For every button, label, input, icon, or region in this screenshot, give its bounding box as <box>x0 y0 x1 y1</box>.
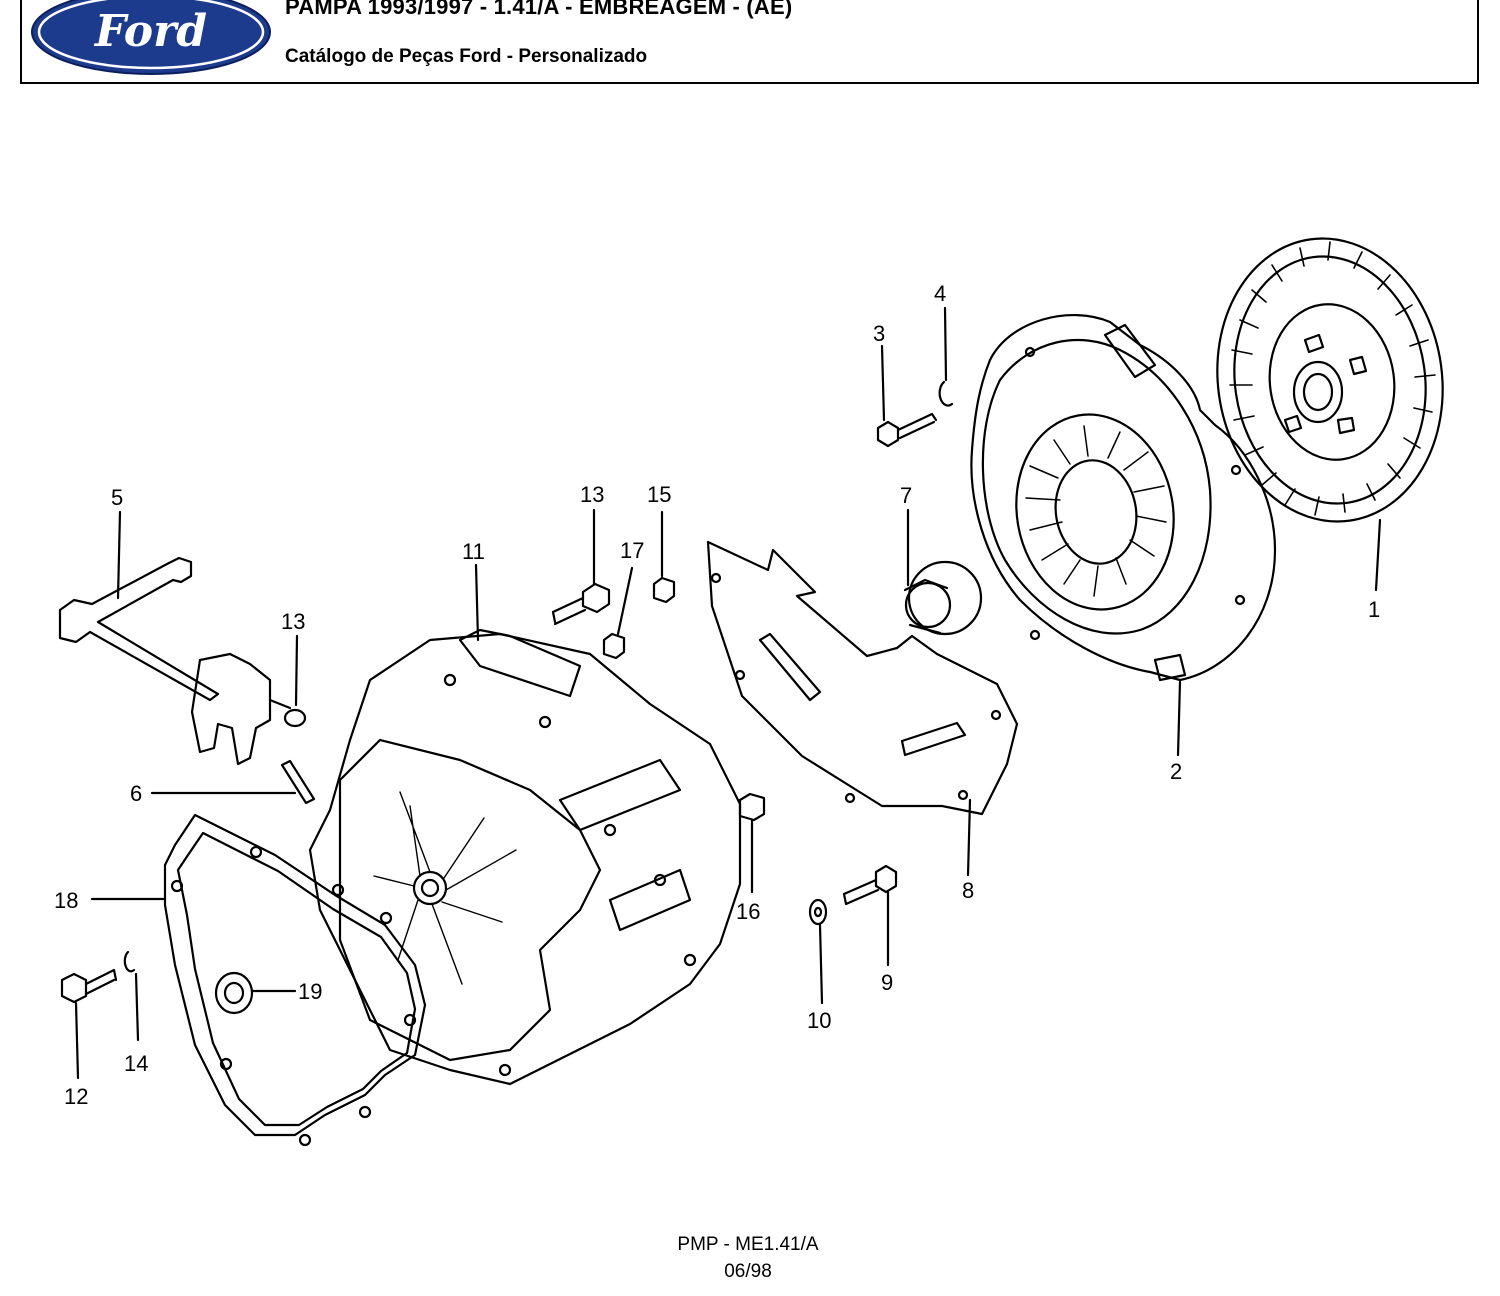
svg-text:Ford: Ford <box>93 6 207 57</box>
bolt-3 <box>876 344 938 448</box>
housing-gasket <box>90 813 427 1147</box>
ford-logo: Ford <box>31 0 271 75</box>
callout-5: 5 <box>111 485 123 510</box>
callout-10: 10 <box>807 1008 831 1033</box>
callout-11: 11 <box>462 539 485 564</box>
washer-4 <box>938 306 954 407</box>
nut-16 <box>738 792 766 894</box>
clutch-disc <box>1216 237 1444 592</box>
clutch-housing <box>308 563 742 1086</box>
washer-10 <box>808 898 828 1005</box>
callout-15: 15 <box>647 482 671 507</box>
callout-7: 7 <box>900 483 912 508</box>
diagram-date: 06/98 <box>724 1261 772 1282</box>
callout-8: 8 <box>962 878 974 903</box>
callout-13-lower: 13 <box>281 609 305 634</box>
callout-1: 1 <box>1368 597 1380 622</box>
bolt-9 <box>842 864 898 967</box>
diagram-code: PMP - ME1.41/A <box>677 1234 819 1255</box>
callout-16: 16 <box>736 899 760 924</box>
page-subtitle: Catálogo de Peças Ford - Personalizado <box>285 46 648 67</box>
callout-19: 19 <box>298 979 322 1004</box>
nut-15 <box>652 510 676 604</box>
callout-4: 4 <box>934 281 946 306</box>
header-box <box>20 0 1479 84</box>
callout-14: 14 <box>124 1051 148 1076</box>
page-title: PAMPA 1993/1997 - 1.41/A - EMBREAGEM - (… <box>285 0 793 19</box>
callout-12: 12 <box>64 1084 88 1109</box>
pressure-plate <box>970 314 1277 757</box>
callout-18: 18 <box>54 888 78 913</box>
nut-17 <box>602 566 634 660</box>
dust-shield-plate <box>706 540 1019 877</box>
callout-2: 2 <box>1170 759 1182 784</box>
pin-6 <box>150 759 316 805</box>
callout-9: 9 <box>881 970 893 995</box>
callout-17: 17 <box>620 538 644 563</box>
callout-13-upper: 13 <box>580 482 604 507</box>
bolt-12 <box>60 968 118 1080</box>
release-fork-shaft <box>58 510 307 766</box>
washer-14 <box>123 950 140 1042</box>
bolt-13 <box>551 508 611 626</box>
oil-seal <box>214 971 297 1015</box>
callout-3: 3 <box>873 321 885 346</box>
release-bearing <box>903 508 983 636</box>
callout-labels: 1 2 3 4 5 6 7 8 9 10 11 12 13 13 14 15 1… <box>54 281 1380 1109</box>
callout-6: 6 <box>130 781 142 806</box>
